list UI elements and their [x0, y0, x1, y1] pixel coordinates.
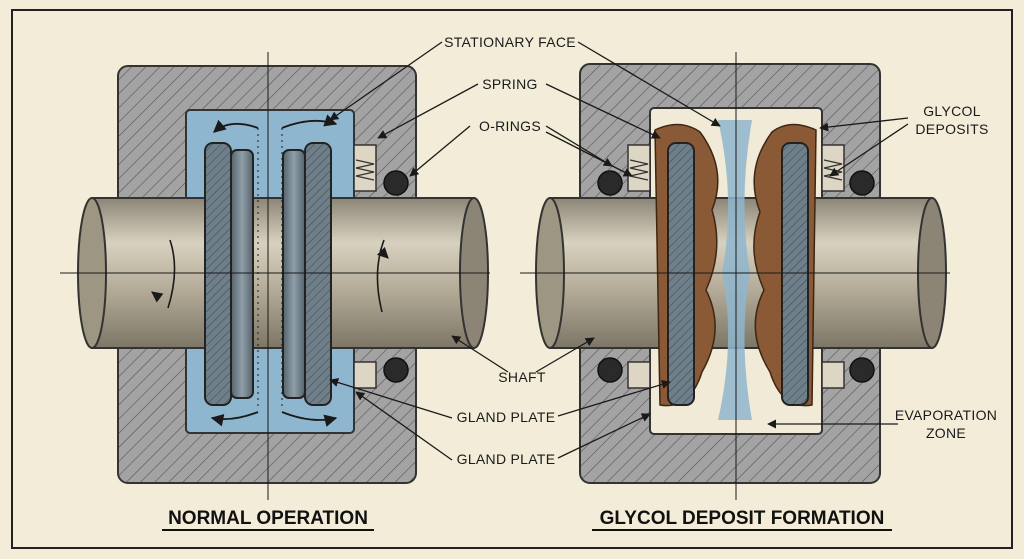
spring-right-bottom: [627, 361, 651, 389]
rotating-face-left: [204, 142, 232, 406]
leader-gland-2-left: [355, 391, 453, 461]
spring-left-bottom: [353, 361, 377, 389]
label-o-rings: O-RINGS: [479, 118, 541, 134]
label-gland-plate-2: GLAND PLATE: [457, 451, 556, 467]
stationary-face-left-b: [282, 149, 306, 399]
evaporating-coolant: [718, 120, 752, 420]
label-shaft: SHAFT: [498, 369, 546, 385]
border-frame: [11, 9, 1013, 549]
spring-coil-left-top: [355, 159, 375, 181]
o-ring-right-top-a: [597, 170, 623, 196]
leader-gland-1-right: [557, 380, 671, 417]
leader-lines: [329, 41, 909, 461]
label-stationary-face: STATIONARY FACE: [444, 34, 576, 50]
leader-oring-right-a: [545, 125, 613, 167]
flow-arrow-3: [210, 411, 259, 427]
o-ring-left-top: [383, 170, 409, 196]
title-normal-operation: NORMAL OPERATION: [168, 508, 368, 529]
leader-spring-right: [545, 83, 661, 139]
rotation-arrow-left: [151, 291, 164, 303]
leader-stationary-right: [577, 41, 721, 127]
spring-right-bottom-b: [821, 361, 845, 389]
leader-shaft-left: [451, 335, 509, 373]
rotation-arc-right: [376, 239, 385, 313]
spring-coil-right-top: [629, 159, 649, 181]
label-glycol-line2: DEPOSITS: [915, 121, 988, 137]
leader-oring-left: [409, 125, 471, 177]
label-evaporation-line1: EVAPORATION: [895, 407, 997, 423]
flow-arrow-2: [281, 114, 338, 129]
flow-arrow-1: [213, 119, 259, 133]
glycol-deposit-assembly: [520, 52, 950, 500]
label-gland-plate-1: GLAND PLATE: [457, 409, 556, 425]
rotation-arc-left: [167, 239, 176, 309]
leader-oring-right-b: [545, 131, 633, 177]
leader-gland-2-right: [557, 413, 651, 459]
o-ring-right-bottom-a: [597, 357, 623, 383]
o-ring-left-bottom: [383, 357, 409, 383]
normal-operation-assembly: [60, 52, 490, 500]
leader-glycol-b: [829, 123, 909, 177]
label-glycol-line1: GLYCOL: [923, 103, 981, 119]
rotating-face-r-right: [781, 142, 809, 406]
leader-spring-left: [377, 83, 479, 139]
leader-shaft-right: [535, 337, 595, 373]
rotation-arrow-right: [376, 246, 389, 259]
label-spring: SPRING: [482, 76, 537, 92]
flow-arrow-4: [281, 411, 338, 427]
label-evaporation-line2: ZONE: [926, 425, 966, 441]
rotating-face-right: [304, 142, 332, 406]
title-glycol-deposit: GLYCOL DEPOSIT FORMATION: [600, 508, 885, 529]
leader-glycol-a: [819, 117, 909, 132]
leader-gland-1-left: [329, 378, 453, 419]
leader-stationary-left: [329, 41, 443, 121]
o-ring-right-bottom-b: [849, 357, 875, 383]
stationary-face-left-a: [230, 149, 254, 399]
rotating-face-r-left: [667, 142, 695, 406]
o-ring-right-top-b: [849, 170, 875, 196]
